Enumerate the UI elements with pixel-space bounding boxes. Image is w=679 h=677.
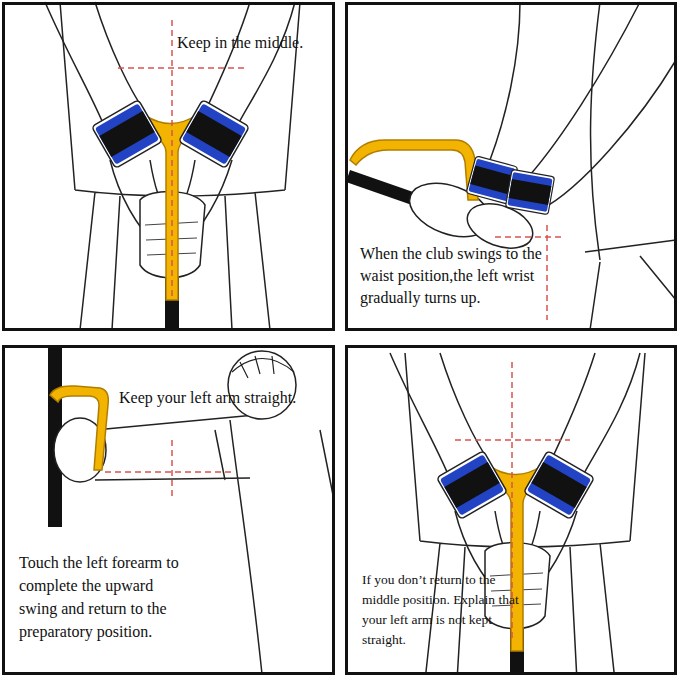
golfer-figure bbox=[45, 2, 300, 330]
side-view-golfer bbox=[346, 2, 676, 330]
step-instruction: Keep in the middle. bbox=[177, 33, 337, 53]
step-instruction: Keep your left arm straight. bbox=[119, 388, 324, 408]
alignment-crosshair bbox=[105, 440, 235, 500]
alignment-crosshair bbox=[118, 20, 245, 300]
wristband bbox=[505, 169, 554, 214]
front-view-golfer bbox=[45, 2, 300, 330]
instruction-panel: Keep in the middle. bbox=[2, 2, 335, 331]
instruction-panel: Keep your left arm straight. Touch the le… bbox=[2, 345, 335, 675]
golfer-figure bbox=[390, 353, 645, 677]
step-instruction: Touch the left forearm to complete the u… bbox=[19, 551, 195, 643]
instruction-panel: If you don’t return to the middle positi… bbox=[345, 345, 677, 675]
check-golfer bbox=[390, 353, 645, 677]
golfer-head bbox=[228, 351, 296, 419]
golfer-hair bbox=[232, 356, 294, 378]
trainer-device bbox=[350, 140, 478, 200]
step-instruction: If you don’t return to the middle positi… bbox=[362, 570, 520, 650]
golfer-frame bbox=[390, 353, 645, 677]
trainer-device bbox=[50, 386, 108, 470]
instruction-panel: When the club swings to the waist positi… bbox=[345, 2, 677, 331]
step-instruction: When the club swings to the waist positi… bbox=[360, 243, 555, 309]
